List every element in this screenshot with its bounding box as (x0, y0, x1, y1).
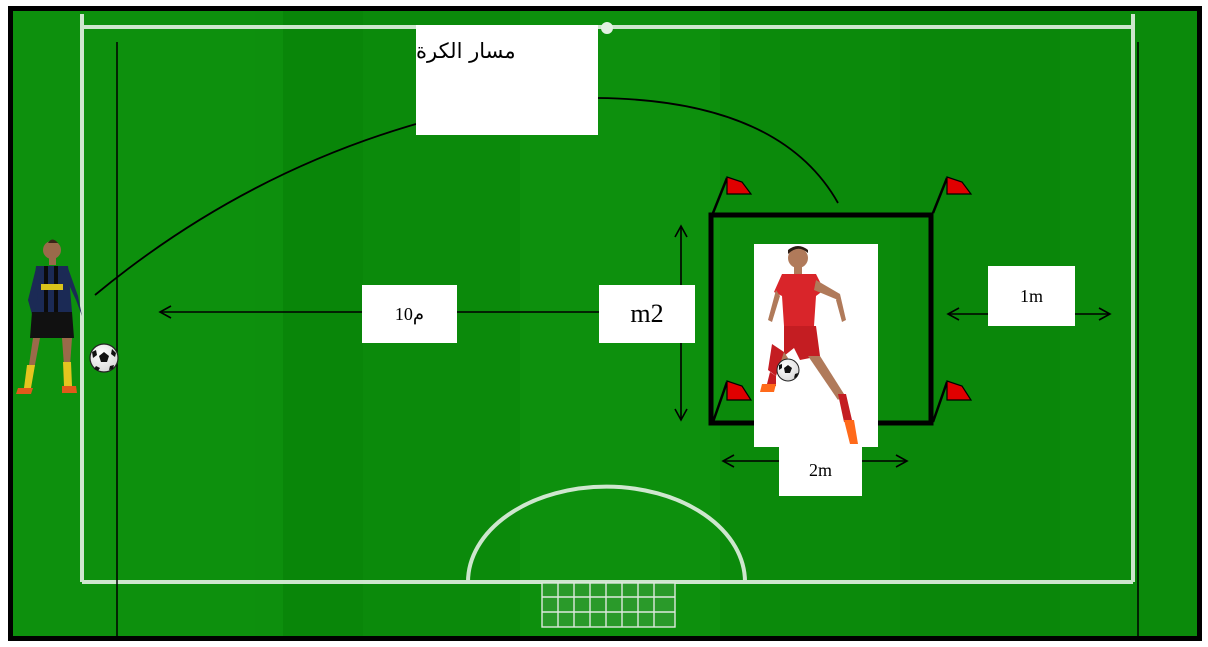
square-height-text: m2 (630, 299, 663, 329)
player-right-icon (754, 244, 878, 447)
distance-10m-text: 10م (395, 304, 424, 325)
soccer-ball-icon (90, 344, 118, 372)
ball-path-label: مسار الكرة (416, 25, 598, 135)
distance-1m-text: 1m (1020, 286, 1043, 307)
square-height-label: m2 (599, 285, 695, 343)
square-width-label: 2m (779, 444, 862, 496)
ball-path-text: مسار الكرة (416, 39, 516, 63)
distance-1m-label: 1m (988, 266, 1075, 326)
goal-net (542, 583, 675, 627)
distance-10m-label: 10م (362, 285, 457, 343)
square-width-text: 2m (809, 460, 832, 481)
center-spot (601, 22, 613, 34)
player-photo-card (754, 244, 878, 447)
